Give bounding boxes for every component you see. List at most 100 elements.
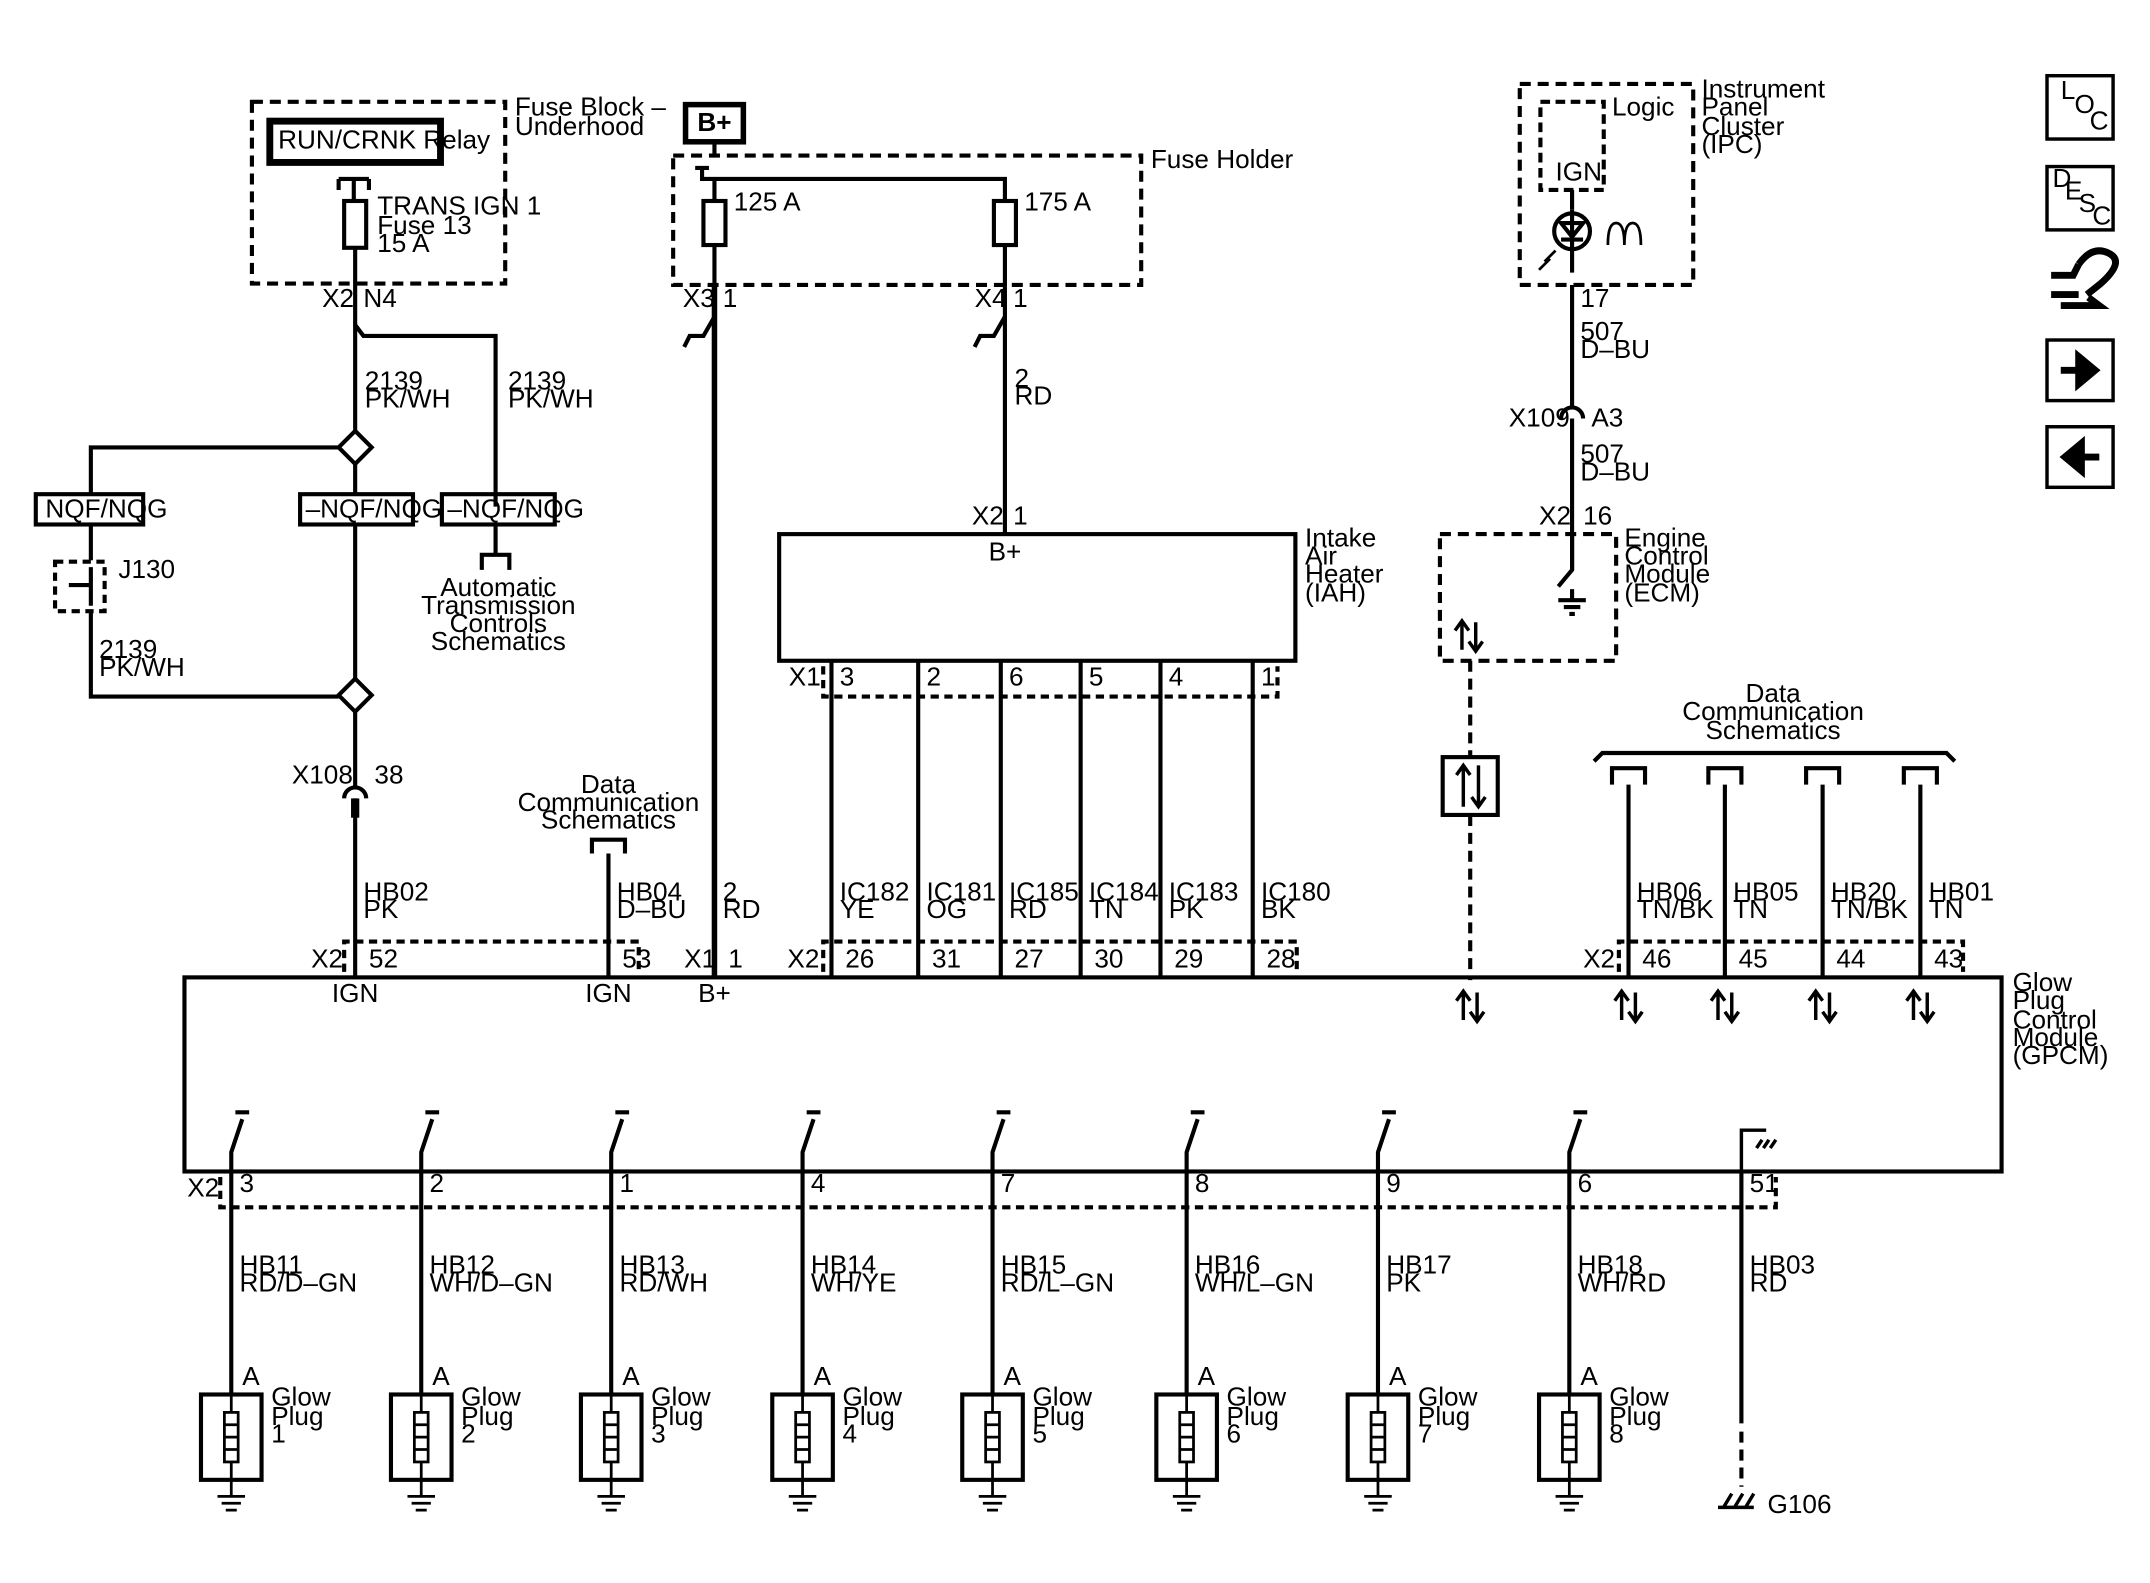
ipc-wire2-color: D–BU — [1580, 456, 1650, 486]
wire-2139-c-circuit: 2139 — [99, 634, 157, 664]
auto-trans-connector-icon — [479, 524, 512, 570]
low-side-driver-icon — [609, 1110, 630, 1172]
gpcm-top-wire-circuit: HB06 — [1637, 876, 1702, 906]
gpcm-top-pin: 30 — [1094, 944, 1123, 974]
next-arrow-button[interactable] — [2045, 338, 2115, 403]
fuse13-label-3: 15 A — [377, 228, 430, 258]
ground-label: G106 — [1768, 1489, 1832, 1519]
desc-button[interactable]: D E S C — [2045, 163, 2115, 232]
loc-c: C — [2090, 105, 2109, 135]
fuse-holder — [671, 153, 1144, 288]
gpcm-top-wire-color: PK — [363, 894, 398, 924]
gpcm-x2-connector-b — [821, 939, 1299, 972]
gpcm-top-wire-color: RD — [723, 894, 761, 924]
gpcm-top-wire-color: TN — [1733, 894, 1768, 924]
ipc-title-4: (IPC) — [1701, 129, 1762, 159]
gpcm-top-wire-color: OG — [926, 894, 967, 924]
gpcm-top-wire-circuit: HB04 — [617, 876, 682, 906]
ecm-title-1: Engine — [1624, 523, 1705, 553]
glow-plug-pin: 3 — [240, 1168, 255, 1198]
ground-color: RD — [1750, 1267, 1788, 1297]
data-comm-right-1: Data — [1745, 678, 1801, 708]
iah-pin-number: 1 — [1261, 662, 1276, 692]
iah-conn-bottom: X1 — [789, 662, 821, 692]
low-side-driver-icon — [990, 1110, 1011, 1172]
gpcm-top-wire-circuit: IC180 — [1261, 876, 1331, 906]
back-arrow-button[interactable] — [2045, 425, 2115, 490]
glow-plug-pin: 9 — [1386, 1168, 1401, 1198]
iah-bplus: B+ — [989, 536, 1022, 566]
ipc-wire1-circuit: 507 — [1580, 316, 1624, 346]
gpcm-top-conn-x2c: X2 — [1583, 944, 1615, 974]
x4-pin: 1 — [1013, 283, 1028, 313]
low-side-driver-icon — [1184, 1110, 1205, 1172]
gpcm-top-wire-circuit: IC183 — [1169, 876, 1239, 906]
ecm-bidirectional-arrows-icon — [1453, 617, 1484, 655]
glow-plug-circuit: HB14 — [811, 1249, 876, 1279]
loc-button[interactable]: L O C — [2045, 73, 2119, 144]
x108-label: X108 — [292, 759, 353, 789]
low-side-driver-icon — [1567, 1110, 1588, 1172]
gpcm-top-wire-color: D–BU — [617, 894, 687, 924]
wire-2139-b-circuit: 2139 — [508, 366, 566, 396]
ground-pin: 51 — [1750, 1168, 1779, 1198]
glow-plug-number: 1 — [271, 1419, 286, 1449]
glow-plug-pin: 2 — [429, 1168, 444, 1198]
glow-plug-label-2: Plug — [1227, 1401, 1279, 1431]
x108-inline-connector — [342, 785, 369, 799]
desc-d: D — [2053, 163, 2072, 193]
glow-plug-pin: 7 — [1001, 1168, 1016, 1198]
gpcm-top-wire-color: TN/BK — [1831, 894, 1909, 924]
bidirectional-arrows-icon — [1905, 988, 1936, 1025]
ground-circuit: HB03 — [1750, 1249, 1815, 1279]
gpcm-top-wire-color: TN — [1929, 894, 1964, 924]
iah-conn-top: X2 — [972, 500, 1004, 530]
gpcm-top-conn-x2a: X2 — [311, 944, 343, 974]
glow-plug-terminal: A — [242, 1361, 260, 1391]
glow-plug-color: WH/YE — [811, 1267, 897, 1297]
x3-pin: 1 — [723, 283, 738, 313]
data-comm-left-1: Data — [581, 769, 637, 799]
glow-plug-terminal: A — [1389, 1361, 1407, 1391]
connector-view-icon[interactable] — [2051, 247, 2119, 310]
glow-plug-color: RD/L–GN — [1001, 1267, 1114, 1297]
gpcm-top-conn-x1: X1 — [684, 944, 716, 974]
auto-trans-4: Schematics — [431, 626, 566, 656]
j130-label: J130 — [118, 554, 175, 584]
glow-plug-terminal: A — [1198, 1361, 1216, 1391]
gpcm-top-pin: 45 — [1739, 944, 1768, 974]
data-comm-wire — [1804, 766, 1842, 978]
glow-plug-label-2: Plug — [651, 1401, 703, 1431]
low-side-driver-icon — [1375, 1110, 1396, 1172]
ecm-conn: X2 — [1539, 500, 1571, 530]
glow-plug-pin: 6 — [1578, 1168, 1593, 1198]
glow-plug-pin: 4 — [811, 1168, 826, 1198]
ground-icon — [978, 1394, 1007, 1512]
gpcm-top-pin: 53 — [622, 944, 651, 974]
option-label-2: –NQF/NQG — [306, 494, 443, 524]
loc-l: L — [2061, 75, 2076, 105]
gpcm-top-conn-x2b: X2 — [787, 944, 819, 974]
splice-bottom — [335, 675, 375, 715]
ground-icon — [1555, 1394, 1584, 1512]
glow-plug-label-2: Plug — [842, 1401, 894, 1431]
ecm-title-4: (ECM) — [1624, 578, 1699, 608]
data-comm-wire — [1609, 766, 1648, 978]
glow-plug-label-1: Glow — [651, 1382, 711, 1412]
ground-icon — [217, 1394, 246, 1512]
fuse13-label-1: TRANS IGN 1 — [377, 191, 541, 221]
ground-icon — [788, 1394, 817, 1512]
fuse-block-title-1: Fuse Block – — [515, 92, 667, 122]
glow-plug-circuit: HB18 — [1578, 1249, 1643, 1279]
ipc-title-1: Instrument — [1701, 74, 1825, 104]
gpcm-top-pin: 1 — [728, 944, 743, 974]
glow-plug-label-2: Plug — [1032, 1401, 1084, 1431]
gpcm-title-5: (GPCM) — [2013, 1040, 2109, 1070]
glow-plug-control-module-box — [182, 975, 2004, 1174]
glow-plug-circuit: HB11 — [240, 1249, 303, 1279]
data-comm-wire — [1706, 766, 1744, 978]
